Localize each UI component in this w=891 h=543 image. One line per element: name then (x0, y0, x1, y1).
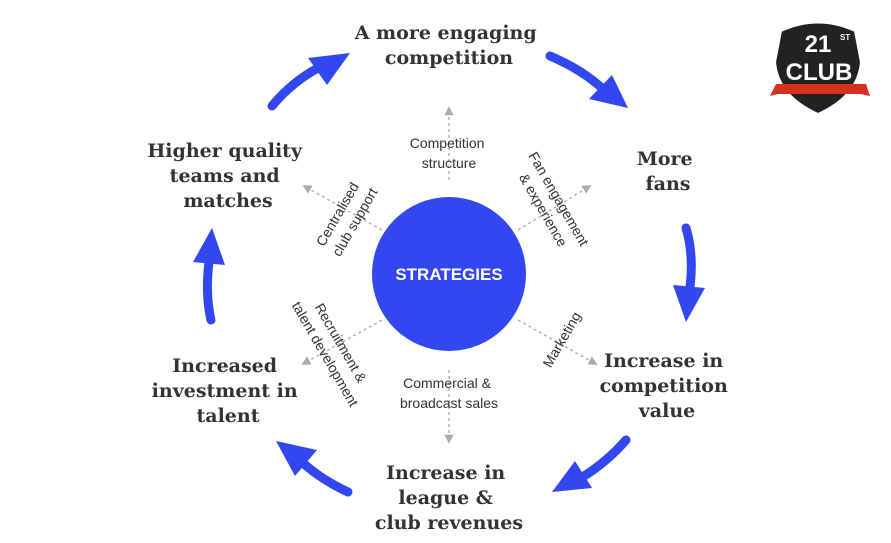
curved-arrow-icon (545, 51, 628, 108)
strategy-commercial-broadcast: Commercial & broadcast sales (400, 375, 498, 411)
connector-lower-right (517, 319, 598, 365)
strategy-club-support: Centralised club support (312, 175, 381, 259)
node-more-fans: More fans (637, 148, 699, 195)
strategies-label: STRATEGIES (395, 265, 502, 284)
strategy-fan-engagement: Fan engagement & experience (509, 149, 594, 262)
curved-arrow-icon (276, 441, 353, 497)
strategy-competition-structure: Competition structure (410, 135, 489, 171)
logo-superscript: ST (840, 33, 850, 42)
cycle-arrows (193, 51, 705, 497)
node-investment-talent: Increased investment in talent (152, 355, 305, 427)
curved-arrow-icon (193, 228, 225, 325)
club-logo: 21 ST CLUB (770, 21, 870, 116)
curved-arrow-icon (267, 53, 350, 111)
logo-number: 21 (805, 31, 832, 58)
curved-arrow-icon (673, 223, 705, 322)
node-league-revenues: Increase in league & club revenues (375, 462, 523, 534)
logo-ribbon (770, 84, 870, 96)
strategy-connectors (301, 106, 598, 444)
connector-upper-right (517, 185, 592, 231)
node-competition-value: Increase in competition value (600, 350, 735, 422)
connector-upper-left (302, 185, 383, 231)
node-higher-quality: Higher quality teams and matches (147, 140, 308, 212)
strategy-marketing: Marketing (539, 309, 584, 370)
strategies-circle (372, 197, 526, 351)
logo-word: CLUB (786, 59, 853, 86)
node-engaging-competition: A more engaging competition (354, 22, 544, 69)
curved-arrow-icon (552, 435, 631, 492)
